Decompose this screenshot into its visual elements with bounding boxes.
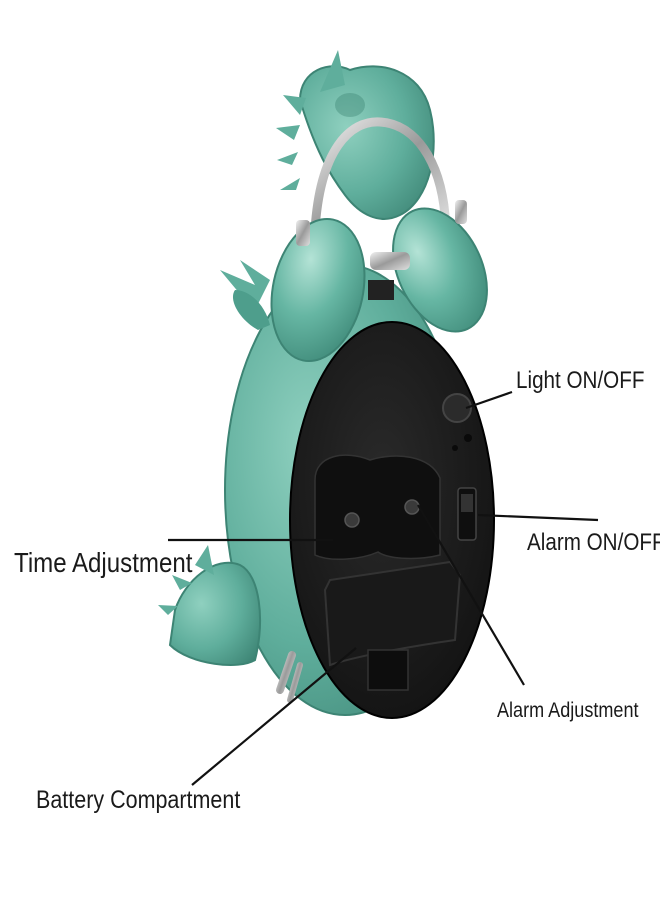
metal-feet <box>276 651 303 703</box>
light-button <box>442 393 472 423</box>
alarm-knob <box>404 499 420 515</box>
light-leader-line <box>465 390 513 410</box>
callout-alarm-adjustment: Alarm Adjustment <box>497 699 639 722</box>
callout-time-adjustment: Time Adjustment <box>14 547 193 578</box>
knob-recess <box>314 454 441 561</box>
dino-head <box>276 50 435 220</box>
alarm-adjustment-leader-line <box>417 504 525 686</box>
bell-handle <box>310 117 450 235</box>
callout-battery-compartment: Battery Compartment <box>36 786 241 814</box>
battery-leader-line <box>191 647 357 786</box>
callout-alarm-switch: Alarm ON/OFF <box>527 529 660 556</box>
alarm-switch-leader-line <box>477 513 599 522</box>
dino-tail <box>158 545 261 666</box>
callout-lines <box>168 390 599 786</box>
time-knob <box>344 512 360 528</box>
back-panel <box>289 321 495 719</box>
callout-light-switch: Light ON/OFF <box>516 367 645 394</box>
alarm-bells <box>270 200 488 363</box>
